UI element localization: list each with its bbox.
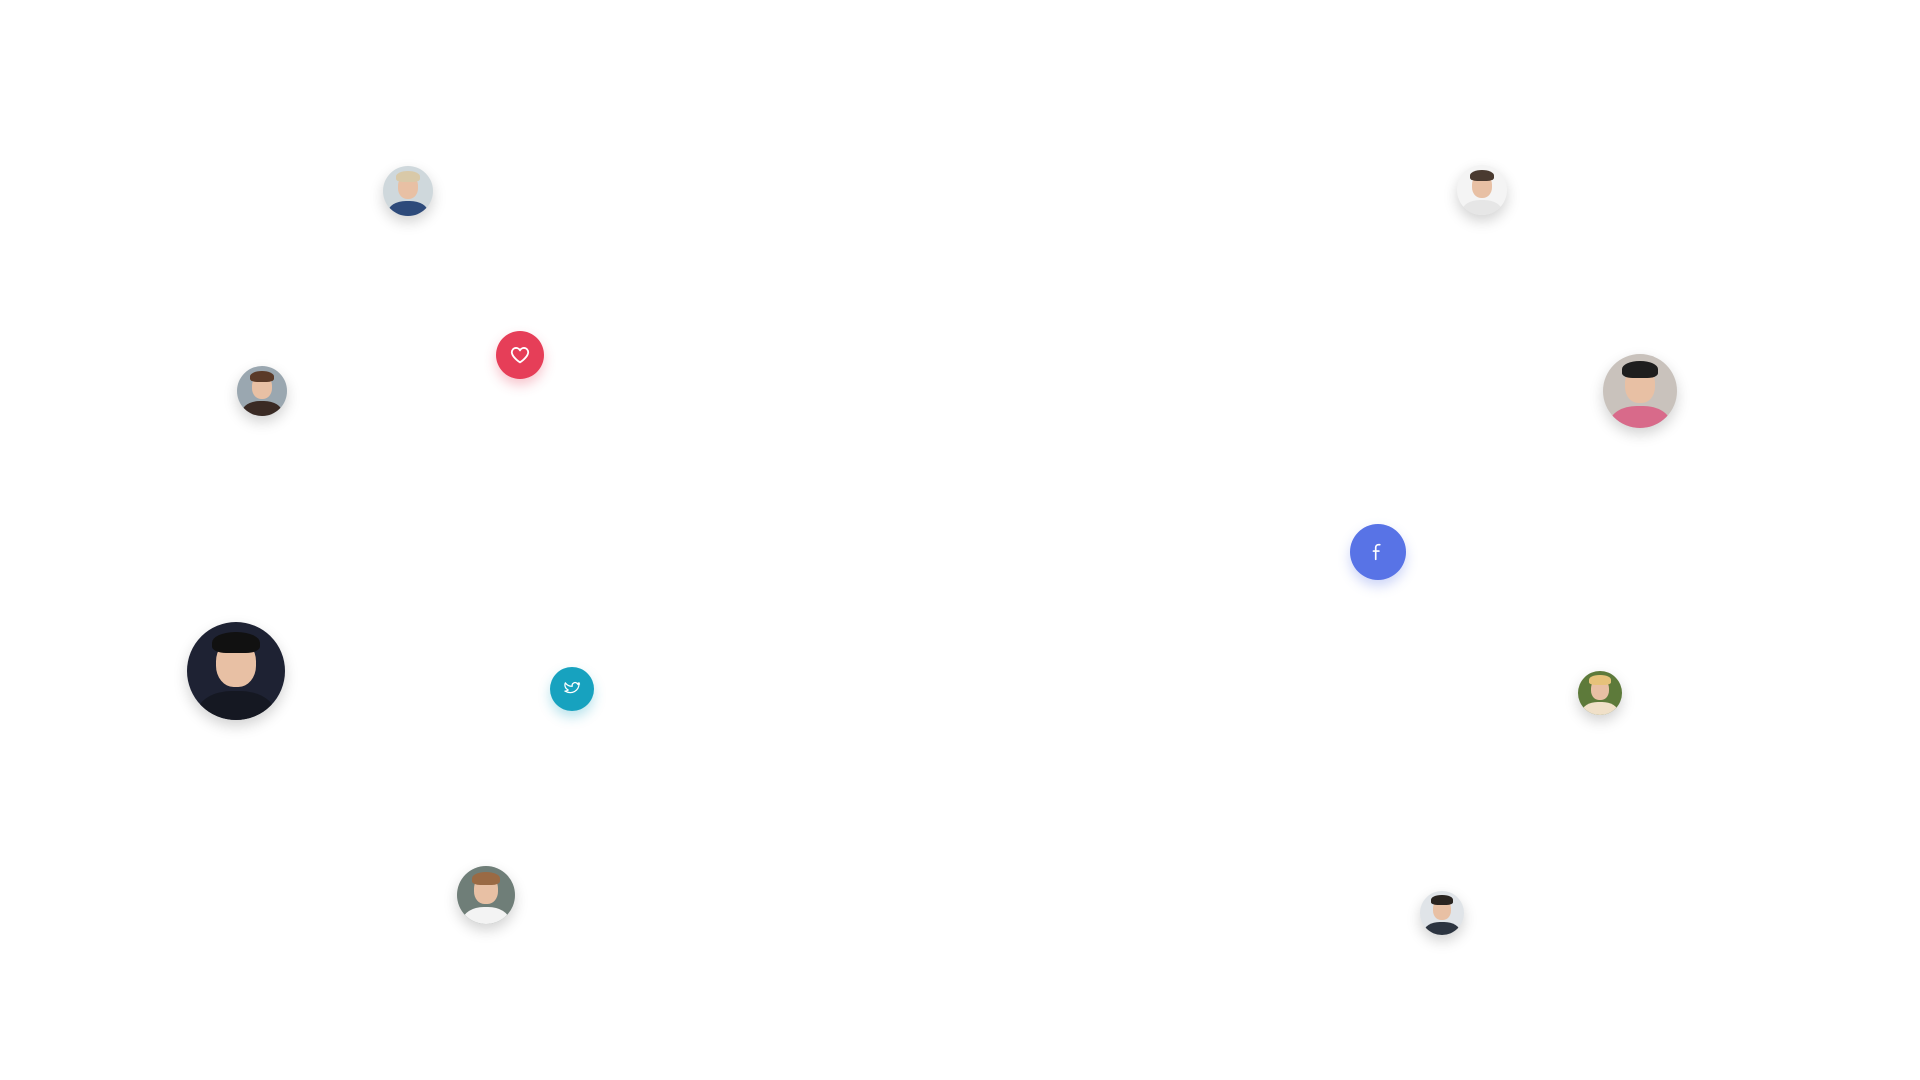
facebook-button[interactable] [1350,524,1406,580]
avatar[interactable] [1578,671,1622,715]
twitter-icon [564,681,581,694]
avatar[interactable] [383,166,433,216]
avatar[interactable] [237,366,287,416]
facebook-icon [1372,543,1381,561]
avatar[interactable] [1457,165,1507,215]
avatar[interactable] [457,866,515,924]
avatar[interactable] [1603,354,1677,428]
twitter-button[interactable] [550,667,594,711]
avatar[interactable] [187,622,285,720]
avatar[interactable] [1420,891,1464,935]
heart-icon [510,347,530,364]
heart-button[interactable] [496,331,544,379]
